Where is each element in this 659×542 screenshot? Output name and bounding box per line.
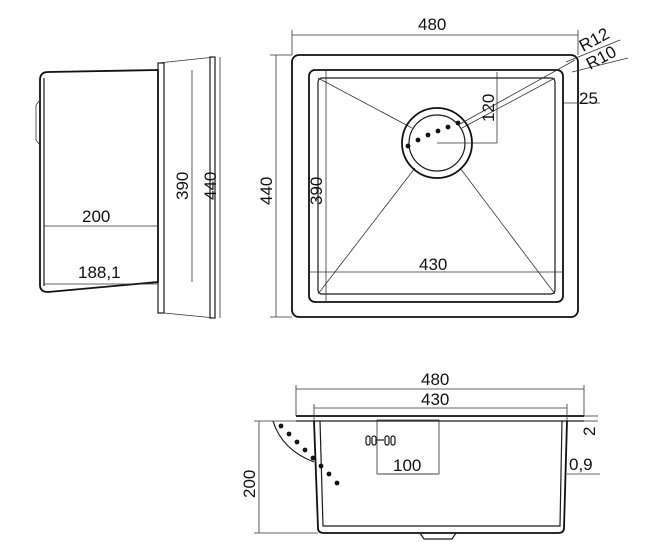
side-height-inner-label: 390 xyxy=(173,172,192,200)
side-view: 200 188,1 390 440 xyxy=(35,56,221,319)
front-view: 480 430 100 200 2 0,9 xyxy=(240,370,600,540)
top-leader-r xyxy=(459,59,576,125)
top-view-outer-rim xyxy=(291,54,579,318)
top-slope-bl xyxy=(317,167,416,295)
top-width-inner-label: 430 xyxy=(419,255,447,274)
top-slope-tl xyxy=(317,77,413,129)
front-drain-outlet xyxy=(419,532,457,540)
front-dots xyxy=(278,423,340,486)
side-view-profile xyxy=(39,69,159,293)
front-overflow-label: 100 xyxy=(393,456,421,475)
top-view-bowl-floor xyxy=(317,77,556,295)
top-height-inner-label: 390 xyxy=(307,177,326,205)
top-drain-dots xyxy=(405,120,461,149)
top-height-outer-label: 440 xyxy=(257,177,276,205)
front-thickness-label: 0,9 xyxy=(569,455,593,474)
top-slope-br xyxy=(459,167,556,295)
front-width-inner-label: 430 xyxy=(421,390,449,409)
front-depth-label: 200 xyxy=(240,470,259,498)
side-depth-label: 200 xyxy=(82,207,110,226)
side-view-clip xyxy=(35,99,41,146)
front-bowl-inner xyxy=(319,420,563,527)
front-bowl-body xyxy=(313,420,568,534)
front-rim-label: 2 xyxy=(580,427,599,436)
top-view-inner-bowl xyxy=(308,69,564,303)
side-view-top-link xyxy=(157,56,216,64)
side-height-outer-label: 440 xyxy=(201,172,220,200)
top-width-outer-label: 480 xyxy=(418,15,446,34)
side-depth2-label: 188,1 xyxy=(78,263,121,282)
front-overflow-icon xyxy=(365,435,396,446)
top-drain-offset-label: 120 xyxy=(479,94,498,122)
front-width-outer-label: 480 xyxy=(421,370,449,389)
top-r10-leader xyxy=(571,57,629,73)
top-r12-leader xyxy=(565,39,621,63)
top-slope-tr xyxy=(461,77,556,129)
side-view-bottom-link xyxy=(163,312,216,319)
top-view: 480 430 440 390 120 R12 R10 25 xyxy=(257,15,629,318)
top-flange-label: 25 xyxy=(579,89,598,108)
front-side-arc xyxy=(272,420,315,463)
